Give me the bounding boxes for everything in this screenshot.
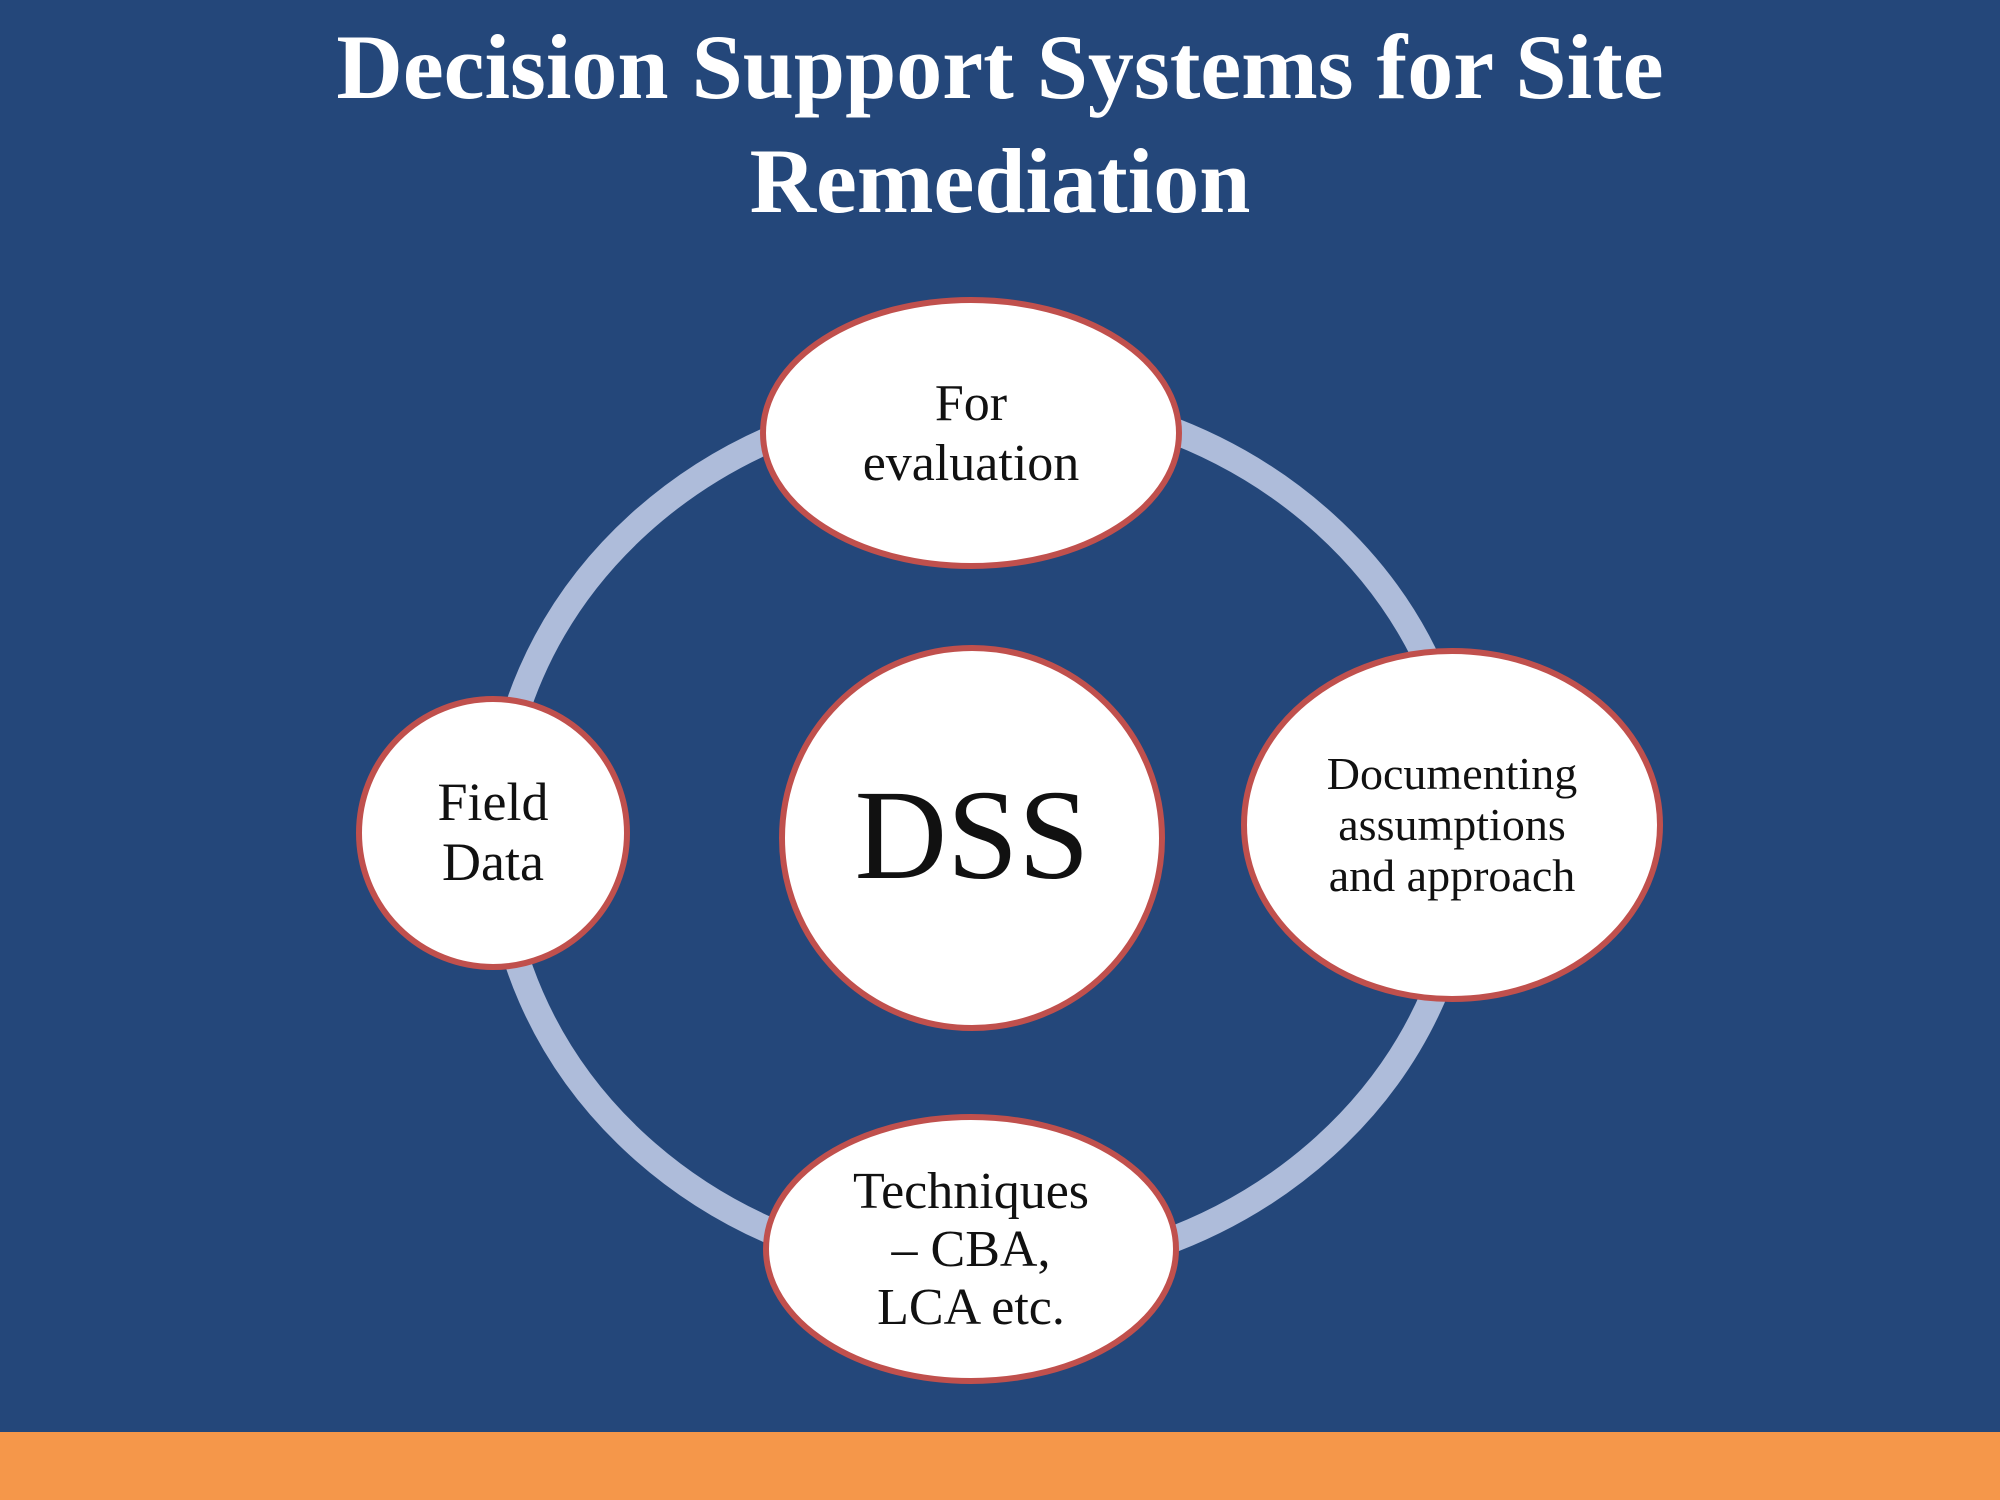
slide-title: Decision Support Systems for Site Remedi…	[0, 10, 2000, 238]
node-documenting-assumptions-line-2: assumptions	[1338, 799, 1565, 850]
title-line-1: Decision Support Systems for Site	[336, 16, 1664, 118]
node-techniques-line-3: LCA etc.	[877, 1279, 1065, 1336]
node-for-evaluation: For evaluation	[760, 297, 1182, 569]
node-techniques: Techniques – CBA, LCA etc.	[763, 1114, 1179, 1384]
node-field-data-line-2: Data	[442, 832, 544, 892]
node-documenting-assumptions-line-1: Documenting	[1327, 748, 1577, 799]
node-field-data-line-1: Field	[437, 772, 548, 832]
node-for-evaluation-line-1: For	[935, 375, 1007, 432]
node-techniques-line-1: Techniques	[853, 1163, 1089, 1220]
node-documenting-assumptions-shape	[1241, 648, 1663, 1002]
center-node-label: DSS	[855, 764, 1090, 906]
node-techniques-shape	[763, 1114, 1179, 1384]
node-for-evaluation-line-2: evaluation	[863, 435, 1080, 492]
center-node-shape	[779, 645, 1165, 1031]
node-field-data: Field Data	[356, 696, 630, 970]
node-techniques-line-2: – CBA,	[891, 1221, 1051, 1278]
node-documenting-assumptions-line-3: and approach	[1329, 850, 1576, 901]
footer-accent-bar	[0, 1432, 2000, 1500]
node-field-data-shape	[356, 696, 630, 970]
node-for-evaluation-shape	[760, 297, 1182, 569]
title-line-2: Remediation	[749, 130, 1251, 232]
node-documenting-assumptions: Documenting assumptions and approach	[1241, 648, 1663, 1002]
center-node: DSS	[779, 645, 1165, 1031]
